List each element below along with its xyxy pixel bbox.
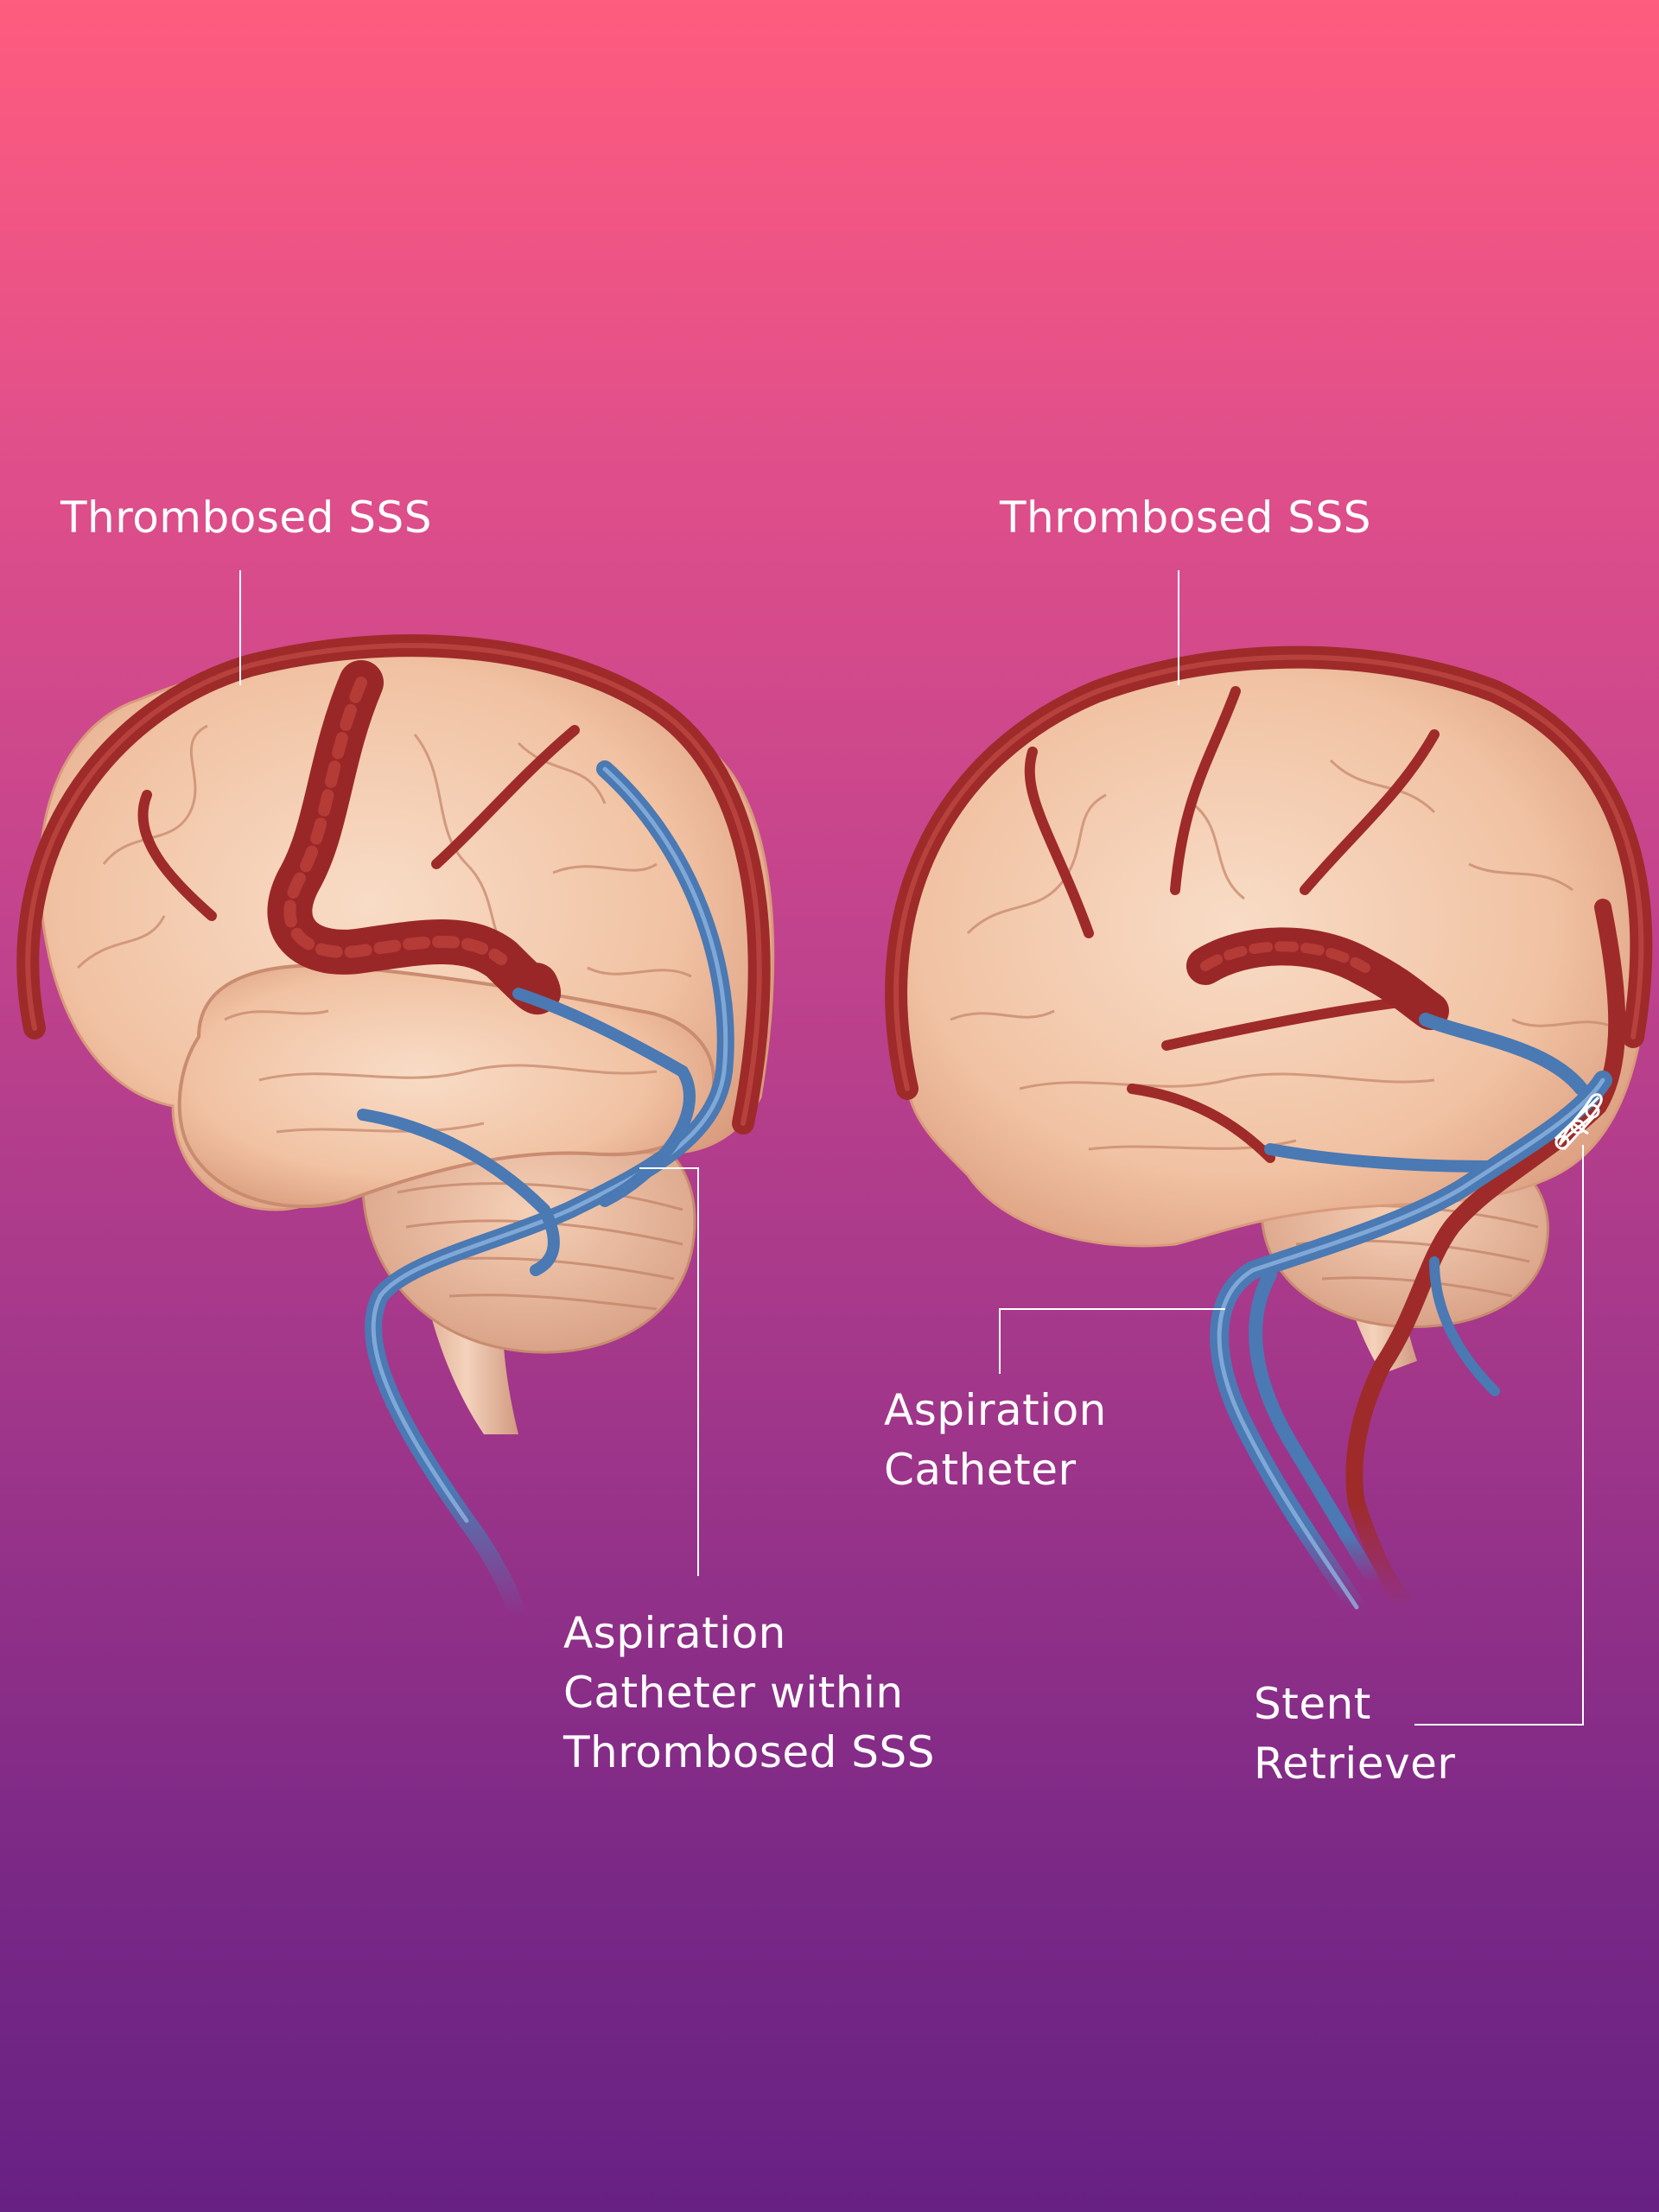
leader-right-catheter xyxy=(999,1308,1225,1374)
left-brain xyxy=(16,634,775,1624)
label-line: Stent xyxy=(1254,1679,1371,1729)
right-cortical-vein-2 xyxy=(1170,686,1241,895)
left-sss-highlight xyxy=(25,643,762,1126)
label-line: Thrombosed SSS xyxy=(563,1727,935,1777)
left-cortical-vein-1 xyxy=(137,790,217,921)
leader-left-catheter xyxy=(639,1167,699,1576)
leader-lines xyxy=(239,570,1584,1726)
leader-right-stent xyxy=(1414,1145,1584,1726)
right-cortical-vein-5 xyxy=(1127,1084,1275,1163)
stent-retriever-device xyxy=(1554,1093,1603,1151)
right-brain xyxy=(885,645,1653,1617)
label-line: Retriever xyxy=(1254,1738,1456,1789)
label-line: Catheter within xyxy=(563,1668,904,1718)
left-cortical-vein-2 xyxy=(431,725,580,869)
label-line: Catheter xyxy=(884,1445,1077,1495)
label-line: Thrombosed SSS xyxy=(1000,493,1371,543)
label-right-thrombosed-sss: Thrombosed SSS xyxy=(1000,488,1371,548)
label-aspiration-catheter-within-sss: Aspiration Catheter within Thrombosed SS… xyxy=(563,1604,935,1783)
right-vessels xyxy=(1264,899,1626,1616)
label-line: Aspiration xyxy=(563,1608,786,1658)
label-stent-retriever: Stent Retriever xyxy=(1254,1675,1455,1794)
label-line: Aspiration xyxy=(884,1385,1107,1435)
label-line: Thrombosed SSS xyxy=(60,493,432,543)
right-cortical-vein-3 xyxy=(1300,729,1440,895)
right-catheter xyxy=(1210,1071,1612,1617)
label-left-thrombosed-sss: Thrombosed SSS xyxy=(60,488,432,548)
right-cortical-vein-4 xyxy=(1161,997,1405,1051)
right-cortical-vein-1 xyxy=(1024,747,1094,938)
label-aspiration-catheter: Aspiration Catheter xyxy=(884,1381,1107,1500)
